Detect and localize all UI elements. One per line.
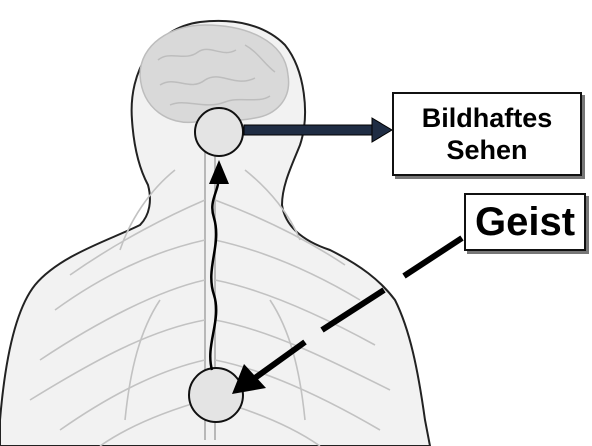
vision-label-line1: Bildhaftes [422, 102, 553, 134]
vision-arrow-shaft [244, 125, 374, 135]
vision-arrowhead [372, 118, 392, 142]
spirit-label-box: Geist [464, 193, 586, 251]
head-node [195, 108, 243, 156]
spirit-label: Geist [475, 200, 575, 244]
vision-label-box: Bildhaftes Sehen [392, 92, 582, 176]
spirit-line-top [404, 238, 462, 276]
vision-label-line2: Sehen [446, 134, 527, 166]
heart-node [189, 368, 243, 422]
